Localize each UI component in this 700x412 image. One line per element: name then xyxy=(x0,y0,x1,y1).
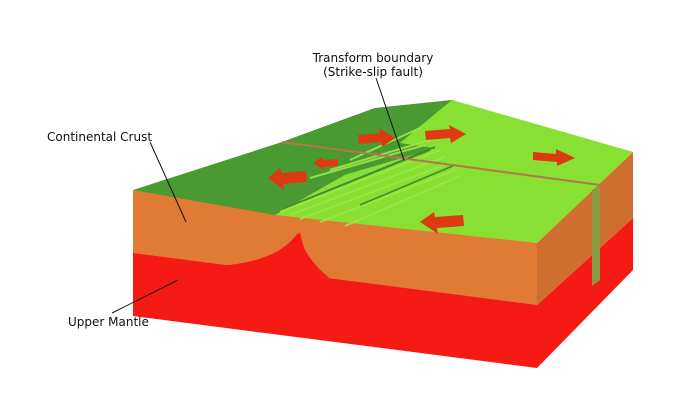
leader-crust xyxy=(149,141,187,223)
arrow-right-1 xyxy=(358,128,395,147)
side-fault-face xyxy=(592,186,600,286)
leader-transform xyxy=(375,77,405,161)
transform-boundary-label-line2: (Strike-slip fault) xyxy=(323,65,423,79)
arrow-right-2 xyxy=(425,125,466,143)
crust-side-face xyxy=(537,152,633,305)
arrow-right-3 xyxy=(533,149,575,166)
leader-mantle xyxy=(111,279,179,314)
crust-front-face xyxy=(133,190,537,305)
arrow-left-1 xyxy=(268,168,307,190)
mantle-rise xyxy=(133,233,537,331)
mantle-side-face xyxy=(537,218,633,368)
transform-boundary-label-line1: Transform boundary xyxy=(312,51,434,65)
plate-motion-arrows xyxy=(268,125,575,234)
arrow-left-2 xyxy=(313,157,338,170)
upper-mantle-label: Upper Mantle xyxy=(68,315,149,329)
arrow-left-3 xyxy=(420,212,464,234)
fault-line-top xyxy=(281,141,601,186)
continental-crust-label: Continental Crust xyxy=(47,130,152,144)
back-plate-strip-right xyxy=(400,100,633,172)
